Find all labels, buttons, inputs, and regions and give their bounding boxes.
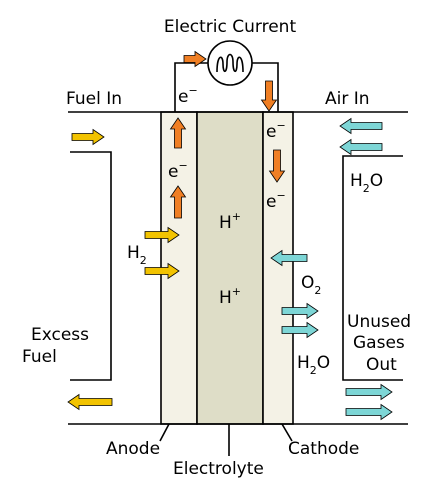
electron-flow-arrow-icon <box>183 50 207 68</box>
oxygen-arrow-icon <box>270 249 308 267</box>
anode-label: Anode <box>106 439 160 459</box>
hydrogen-arrow-icon <box>144 262 180 280</box>
unused-gases-arrow-icon <box>345 403 393 421</box>
svg-text:e−: e− <box>178 84 198 107</box>
electron-label: e− <box>168 159 188 182</box>
electron-flow-arrow-icon <box>169 185 187 219</box>
electron-flow-arrow-icon <box>260 80 278 112</box>
unused-gases-label-line3: Out <box>366 355 397 375</box>
oxygen-label: O2 <box>301 273 321 297</box>
excess-fuel-arrow-icon <box>67 393 113 411</box>
electron-label: e− <box>178 84 198 107</box>
excess-fuel-label-line2: Fuel <box>22 347 57 367</box>
electron-label: e− <box>266 119 286 142</box>
cathode-leader-line <box>281 423 293 442</box>
unused-gases-label-line2: Gases <box>353 333 405 353</box>
water-label: H2O <box>350 171 383 195</box>
svg-text:e−: e− <box>266 189 286 212</box>
unused-gases-label-line1: Unused <box>347 312 411 332</box>
electron-flow-arrow-icon <box>268 149 286 183</box>
electrolyte-label: Electrolyte <box>173 459 264 479</box>
svg-text:H+: H+ <box>219 210 241 233</box>
circuit-wire-right <box>252 62 279 112</box>
water-label: H2O <box>297 353 330 377</box>
electron-flow-arrow-icon <box>169 117 187 149</box>
water-out-arrow-icon <box>281 321 319 339</box>
cathode-label: Cathode <box>288 439 359 459</box>
anode-leader-line <box>159 423 170 442</box>
svg-text:H2O: H2O <box>297 353 330 377</box>
fuel-channel-line <box>70 151 112 381</box>
water-out-arrow-icon <box>281 302 319 320</box>
air-in-arrow-icon <box>339 117 383 135</box>
electric-current-label: Electric Current <box>164 17 297 37</box>
air-in-arrow-icon <box>339 138 383 156</box>
proton-label: H+ <box>219 285 241 308</box>
hydrogen-arrow-icon <box>144 226 180 244</box>
electron-label: e− <box>266 189 286 212</box>
fuel-in-arrow-icon <box>71 128 105 146</box>
bulb-filament-icon <box>216 53 244 73</box>
svg-text:O2: O2 <box>301 273 321 297</box>
air-in-label: Air In <box>325 89 370 109</box>
unused-gases-arrow-icon <box>345 383 393 401</box>
hydrogen-label: H2 <box>127 243 147 267</box>
svg-text:H+: H+ <box>219 285 241 308</box>
fuel-cell-body <box>68 111 408 425</box>
air-channel-line <box>342 155 403 381</box>
svg-text:H2: H2 <box>127 243 147 267</box>
electrolyte-layer <box>196 111 264 425</box>
proton-label: H+ <box>219 210 241 233</box>
load-bulb-icon <box>207 40 253 86</box>
excess-fuel-label-line1: Excess <box>31 325 89 345</box>
fuel-in-label: Fuel In <box>66 89 122 109</box>
svg-text:e−: e− <box>168 159 188 182</box>
svg-text:H2O: H2O <box>350 171 383 195</box>
flow-arrows <box>67 50 393 421</box>
svg-text:e−: e− <box>266 119 286 142</box>
